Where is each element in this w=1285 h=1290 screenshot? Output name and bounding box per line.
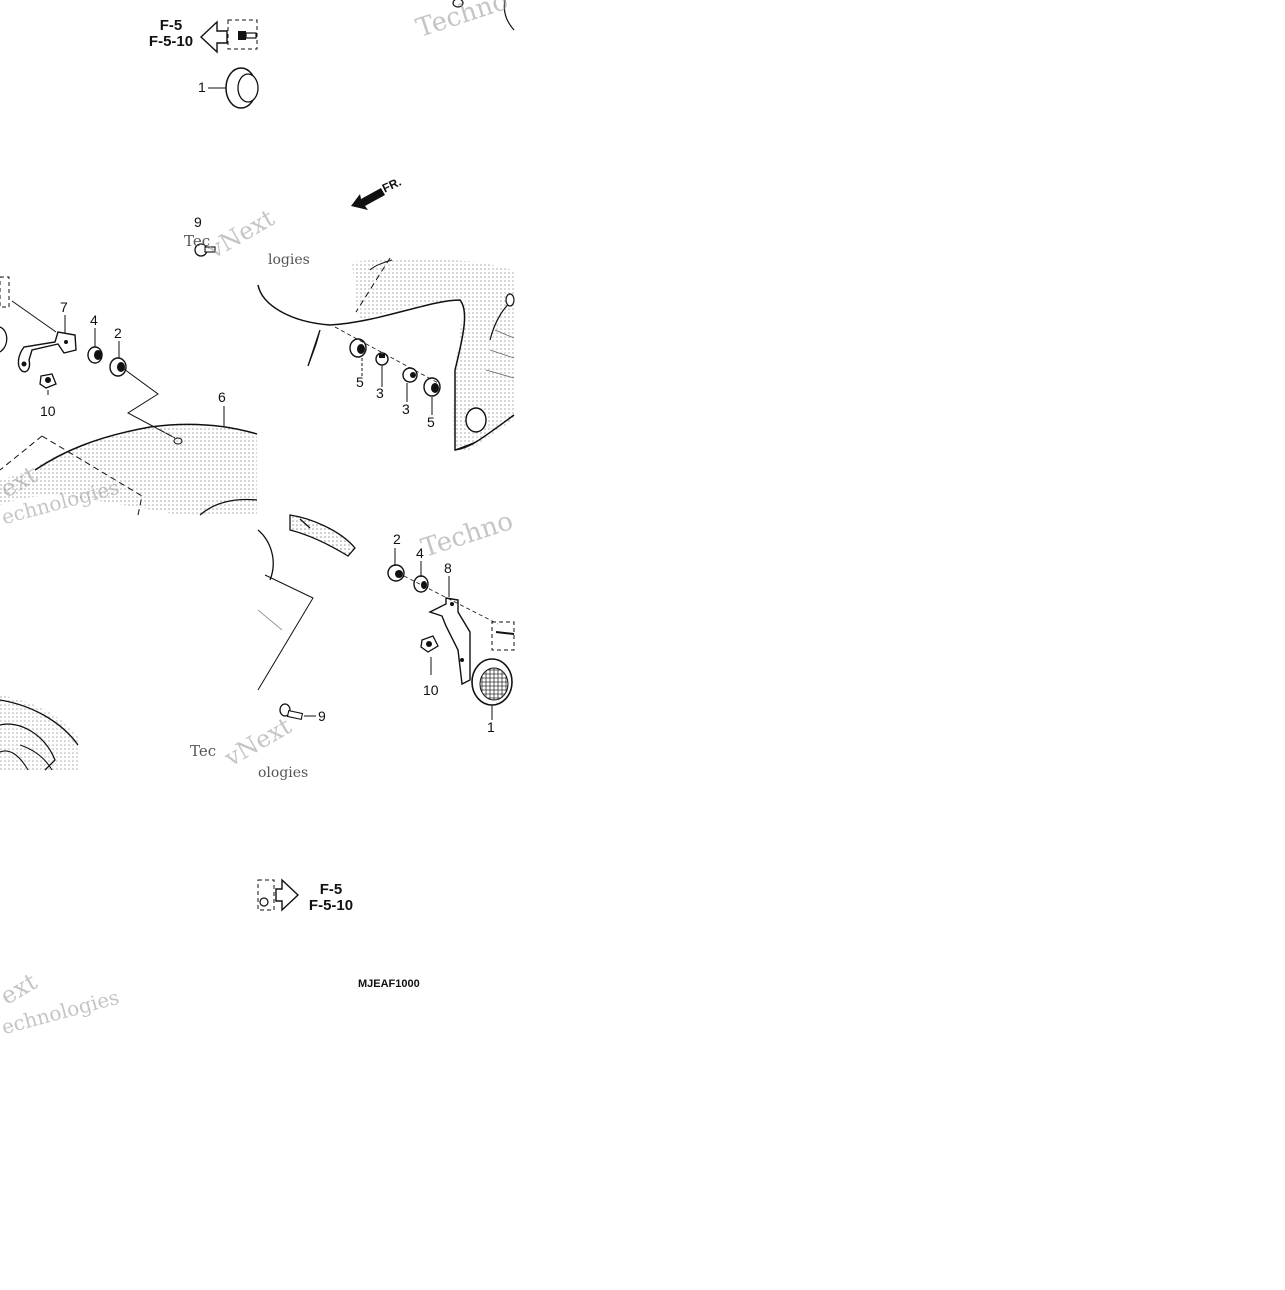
- bolt-icon-top: [238, 31, 257, 40]
- reference-line2: F-5-10: [148, 33, 194, 50]
- collar-2-left: [109, 357, 127, 377]
- callout-10-left: 10: [40, 403, 56, 419]
- reference-line1: F-5: [159, 17, 183, 34]
- callout-4-left: 4: [90, 312, 98, 328]
- reference-label-bottom: F-5 F-5-10: [300, 882, 362, 914]
- front-fender-6: [0, 423, 258, 516]
- collar-3-top: [375, 352, 389, 366]
- grommet-top: [208, 67, 259, 109]
- nut-10-right: [420, 635, 439, 653]
- callout-1-bottom: 1: [487, 719, 495, 735]
- fork-cover: [257, 257, 515, 451]
- front-direction-arrow: [351, 188, 385, 210]
- nut-10-left: [39, 373, 57, 389]
- collar-2-right: [387, 564, 405, 582]
- callout-8: 8: [444, 560, 452, 576]
- callout-5-right: 5: [427, 414, 435, 430]
- callout-10-right: 10: [423, 682, 439, 698]
- rubber-bushing-4-left: [87, 346, 103, 364]
- callout-5-left: 5: [356, 374, 364, 390]
- callout-6: 6: [218, 389, 226, 405]
- callout-2-right: 2: [393, 531, 401, 547]
- reference-arrow-left: [199, 19, 258, 54]
- collar-3-bottom: [402, 367, 418, 383]
- bolt-9-right: [279, 703, 304, 721]
- dashed-box-left: [0, 276, 10, 308]
- grommet-5-left: [349, 338, 367, 358]
- callout-1-top: 1: [198, 79, 206, 95]
- bracket-8: [428, 597, 471, 686]
- callout-3-top: 3: [376, 385, 384, 401]
- rubber-bushing-4-right: [413, 575, 429, 593]
- edge-fragment-left: [0, 326, 8, 353]
- fender-lower-left: [0, 695, 80, 771]
- reference-line1-bottom: F-5: [319, 881, 343, 898]
- callout-7: 7: [60, 299, 68, 315]
- reflector-1: [471, 621, 515, 706]
- callout-4-right: 4: [416, 545, 424, 561]
- callout-9-bottom: 9: [318, 708, 326, 724]
- bolt-9-left: [194, 243, 216, 257]
- grommet-5-right: [423, 377, 441, 397]
- fender-tip-lower: [257, 514, 356, 581]
- reference-line2-bottom: F-5-10: [308, 897, 354, 914]
- diagram-code: MJEAF1000: [358, 978, 420, 990]
- callout-2-left: 2: [114, 325, 122, 341]
- callout-3-bottom: 3: [402, 401, 410, 417]
- reference-arrow-right: [257, 878, 300, 912]
- bracket-left: [17, 331, 77, 373]
- tile2-top-fragment: [452, 0, 515, 31]
- reference-label-top: F-5 F-5-10: [140, 18, 202, 50]
- callout-9-top: 9: [194, 214, 202, 230]
